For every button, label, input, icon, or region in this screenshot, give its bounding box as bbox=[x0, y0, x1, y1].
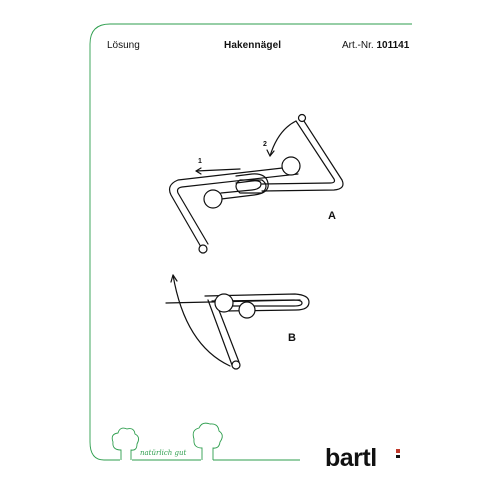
brand-logo: bartl bbox=[325, 444, 377, 472]
solution-label: Lösung bbox=[107, 40, 140, 51]
tree-icon bbox=[192, 422, 223, 460]
figure-a-label: A bbox=[328, 210, 336, 222]
brand-mark-icon bbox=[396, 449, 400, 458]
green-frame bbox=[89, 23, 412, 461]
article-number-value: 101141 bbox=[376, 40, 410, 51]
figure-b-drawing bbox=[165, 274, 310, 370]
step-2-label: 2 bbox=[263, 141, 267, 148]
figure-a-drawing bbox=[168, 113, 344, 254]
page-title: Hakennägel bbox=[224, 40, 282, 51]
slogan: natürlich gut bbox=[140, 449, 187, 457]
article-number: Art.-Nr. 101141 bbox=[342, 40, 409, 52]
article-number-prefix: Art.-Nr. bbox=[342, 40, 374, 51]
step-1-label: 1 bbox=[198, 158, 202, 165]
tree-icon bbox=[111, 427, 140, 460]
figure-b-label: B bbox=[288, 332, 296, 344]
